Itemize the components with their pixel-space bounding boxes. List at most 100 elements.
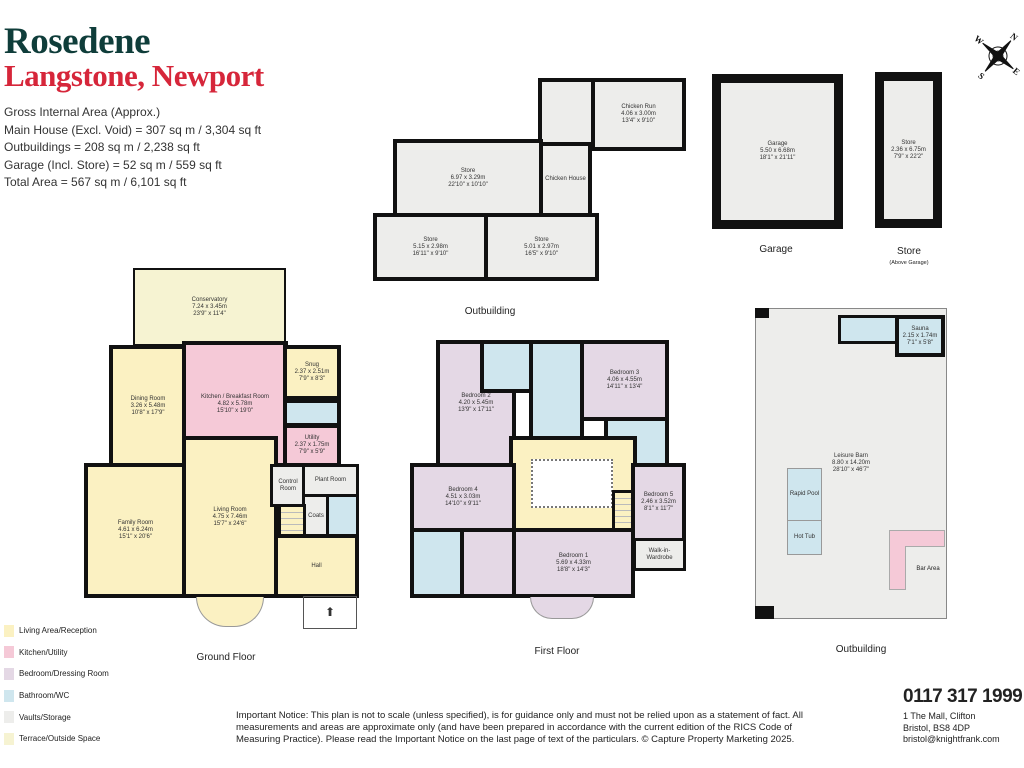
- room-text: 4.06 x 3.00m: [621, 111, 656, 117]
- room-text: 14'11" x 13'4": [606, 384, 643, 390]
- legend-swatch: [4, 689, 14, 702]
- room-text: 7'9" x 5'9": [298, 449, 326, 455]
- property-location: Langstone, Newport: [4, 58, 264, 93]
- important-notice: Important Notice: This plan is not to sc…: [236, 710, 803, 745]
- room-text: 2.15 x 1.74m: [902, 332, 938, 339]
- agent-phone[interactable]: 0117 317 1999: [903, 686, 1023, 707]
- room-text: Plant Room: [314, 477, 347, 483]
- room-text: 18'1" x 21'11": [759, 155, 796, 161]
- legend-swatch: [4, 646, 14, 659]
- room-text: 8'1" x 11'7": [643, 506, 674, 512]
- room-outbuilding-annex: [538, 78, 595, 146]
- room-text: Chicken House: [545, 176, 586, 182]
- room-text: Leisure Barn: [833, 453, 869, 459]
- room-text: Family Room: [117, 520, 154, 526]
- room-text: Kitchen / Breakfast Room: [200, 393, 270, 400]
- wall-pillar: [755, 308, 769, 318]
- room-dressing-area: [460, 528, 516, 598]
- legend-swatch: [4, 624, 14, 637]
- legend-item: Kitchen/Utility: [4, 642, 109, 664]
- room-ensuite-bedroom-2: [480, 340, 534, 393]
- room-control-room: Control Room: [270, 464, 306, 507]
- room-text: Store: [423, 236, 438, 243]
- legend-label: Vaults/Storage: [19, 712, 71, 722]
- property-title: Rosedene: [4, 21, 151, 62]
- room-text: Rapid Pool: [789, 491, 820, 497]
- room-text: 13'9" x 17'11": [458, 407, 494, 413]
- living-room-bay-window: [196, 597, 264, 627]
- area-heading: Gross Internal Area (Approx.): [4, 105, 161, 119]
- legend-swatch: [4, 732, 14, 745]
- bar-area-label: Bar Area: [916, 566, 940, 572]
- agent-address: 1 The Mall, Clifton Bristol, BS8 4DP bri…: [903, 711, 1000, 746]
- room-text: 28'10" x 46'7": [832, 467, 870, 473]
- agent-email[interactable]: bristol@knightfrank.com: [903, 734, 1000, 744]
- store-label: Store: [897, 246, 921, 257]
- room-text: 4.75 x 7.46m: [212, 513, 248, 520]
- room-text: 23'9" x 11'4": [193, 310, 226, 317]
- area-summary: Gross Internal Area (Approx.) Main House…: [4, 104, 261, 192]
- room-text: 10'8" x 17'9": [131, 409, 165, 416]
- area-outbuildings: Outbuildings = 208 sq m / 2,238 sq ft: [4, 140, 200, 154]
- legend-label: Bathroom/WC: [19, 691, 70, 701]
- room-text: 4.20 x 5.45m: [458, 400, 494, 406]
- wall-pillar: [755, 606, 774, 619]
- room-text: Store: [460, 167, 476, 174]
- room-hall: Hall: [274, 534, 359, 598]
- room-text: Store: [901, 139, 916, 146]
- outbuilding-label: Outbuilding: [464, 306, 516, 317]
- legend-label: Kitchen/Utility: [19, 647, 68, 657]
- legend-swatch: [4, 667, 14, 680]
- area-main-house: Main House (Excl. Void) = 307 sq m / 3,3…: [4, 122, 262, 137]
- room-coats: Coats: [302, 494, 330, 538]
- room-text: Bedroom 5: [643, 492, 674, 498]
- bar-counter: [889, 530, 945, 547]
- room-text: 7'9" x 22'2": [893, 153, 924, 160]
- compass-rose-icon: N E S W: [972, 31, 1022, 81]
- room-text: 14'10" x 9'11": [445, 501, 481, 507]
- compass-east: E: [1011, 66, 1022, 78]
- room-text: Garage: [767, 141, 788, 147]
- room-text: 5.69 x 4.33m: [556, 559, 591, 566]
- legend-label: Living Area/Reception: [19, 626, 97, 636]
- outbuilding-leisure-label: Outbuilding: [835, 644, 887, 655]
- room-walk-in-wardrobe: Walk-in-Wardrobe: [633, 538, 686, 571]
- room-wc-hall: [326, 494, 359, 538]
- room-text: Bedroom 1: [558, 552, 589, 559]
- room-text: 13'4" x 9'10": [622, 118, 655, 124]
- room-text: 8.80 x 14.20m: [831, 460, 871, 466]
- room-text: 16'11" x 9'10": [412, 250, 449, 257]
- room-text: 5.50 x 6.68m: [760, 148, 795, 154]
- room-ensuite-bedroom-1: [410, 528, 464, 598]
- room-text: Coats: [308, 512, 324, 519]
- address-line: Bristol, BS8 4DP: [903, 722, 971, 733]
- entrance-arrow-icon: ⬆: [303, 596, 357, 629]
- room-text: 2.37 x 2.51m: [294, 369, 330, 375]
- room-text: 4.61 x 6.24m: [118, 527, 153, 533]
- room-text: 2.37 x 1.75m: [294, 442, 330, 448]
- room-text: Walk-in-Wardrobe: [646, 547, 673, 561]
- bedroom-1-bay-window: [530, 597, 594, 619]
- hot-tub: Hot Tub: [787, 520, 822, 555]
- room-text: Sauna: [911, 325, 929, 332]
- room-text: 7'9" x 8'3": [298, 376, 326, 382]
- garage-label: Garage: [759, 244, 793, 255]
- room-text: 2.36 x 6.75m: [891, 146, 926, 153]
- rapid-pool: Rapid Pool: [787, 468, 822, 521]
- compass-north: N: [1008, 31, 1020, 43]
- legend-item: Bedroom/Dressing Room: [4, 663, 109, 685]
- room-text: Bedroom 4: [448, 487, 478, 493]
- room-text: 16'5" x 9'10": [525, 250, 558, 257]
- room-text: Snug: [304, 362, 319, 368]
- compass-south: S: [976, 70, 986, 81]
- room-text: 15'7" x 24'6": [213, 520, 247, 527]
